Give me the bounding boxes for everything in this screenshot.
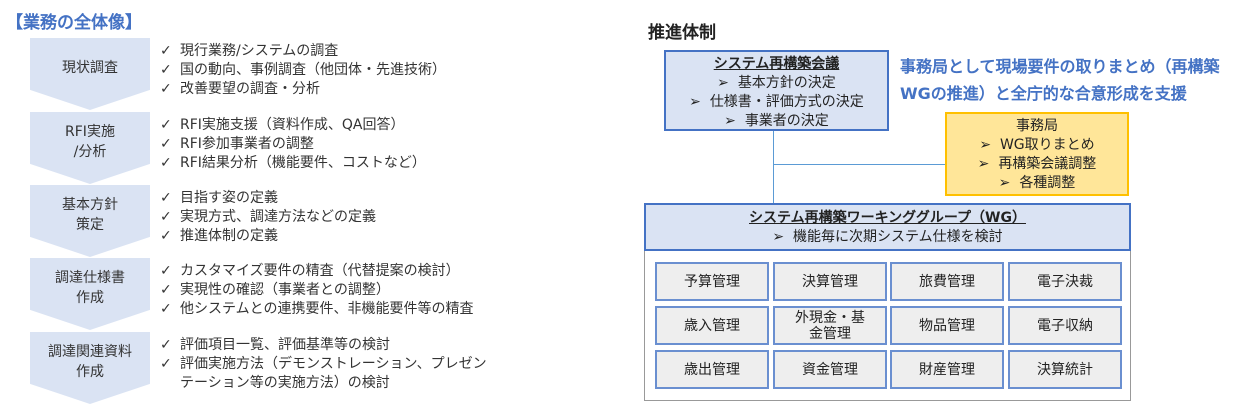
check-icon: ✓: [160, 136, 172, 152]
task-item: ✓カスタマイズ要件の精査（代替提案の検討）: [160, 263, 460, 279]
phase-task-list: ✓現行業務/システムの調査 ✓国の動向、事例調査（他団体・先進技術） ✓改善要望の調…: [160, 42, 446, 99]
phase-label: 現状調査: [62, 60, 118, 76]
support-note: 事務局として現場要件の取りまとめ（再構築 WGの推進）と全庁的な合意形成を支援: [900, 57, 1220, 103]
wg-title: システム再構築ワーキンググループ（WG）: [749, 210, 1026, 226]
check-icon: ✓: [160, 209, 172, 225]
function-cell: 決算管理: [773, 262, 887, 301]
secretariat-box: 事務局 ➢ WG取りまとめ ➢ 再構築会議調整 ➢ 各種調整: [945, 112, 1129, 196]
check-icon: ✓: [160, 155, 172, 171]
function-cell: 外現金・基 金管理: [773, 306, 887, 345]
function-cell: 歳出管理: [655, 350, 769, 389]
council-box: システム再構築会議 ➢ 基本方針の決定 ➢ 仕様書・評価方式の決定 ➢ 事業者の…: [664, 50, 889, 131]
task-item: ✓RFI結果分析（機能要件、コストなど）: [160, 155, 426, 171]
check-icon: ✓: [160, 190, 172, 206]
check-icon: ✓: [160, 81, 172, 97]
secretariat-item: ➢ WG取りまとめ: [979, 137, 1095, 153]
task-item: ✓推進体制の定義: [160, 228, 278, 244]
function-cell: 電子決裁: [1008, 262, 1122, 301]
check-icon: ✓: [160, 282, 172, 298]
phase-task-list: ✓評価項目一覧、評価基準等の検討 ✓評価実施方法（デモンストレーション、プレゼンテ…: [160, 336, 487, 393]
task-item: ✓国の動向、事例調査（他団体・先進技術）: [160, 62, 446, 78]
phase-label: 調達仕様書 作成: [55, 270, 125, 306]
phase-label: 調達関連資料 作成: [48, 344, 132, 380]
phase-task-list: ✓RFI実施支援（資料作成、QA回答） ✓RFI参加事業者の調整 ✓RFI結果分析（…: [160, 116, 426, 173]
connector-horizontal: [773, 164, 945, 165]
council-item: ➢ 仕様書・評価方式の決定: [689, 94, 864, 110]
secretariat-title: 事務局: [1016, 118, 1058, 134]
phase-chevron: 調達仕様書 作成: [30, 258, 150, 330]
check-icon: ✓: [160, 62, 172, 78]
phase-task-list: ✓目指す姿の定義 ✓実現方式、調達方法などの定義 ✓推進体制の定義: [160, 189, 376, 246]
function-cell: 旅費管理: [890, 262, 1004, 301]
wg-item: ➢ 機能毎に次期システム仕様を検討: [772, 229, 1003, 245]
task-item: ✓実現性の確認（事業者との調整）: [160, 282, 390, 298]
phase-task-list: ✓カスタマイズ要件の精査（代替提案の検討） ✓実現性の確認（事業者との調整） ✓他シ…: [160, 262, 473, 319]
function-cell: 歳入管理: [655, 306, 769, 345]
check-icon: ✓: [160, 301, 172, 317]
overview-title: 【業務の全体像】: [6, 13, 142, 33]
task-item: ✓他システムとの連携要件、非機能要件等の精査: [160, 301, 474, 317]
function-cell: 決算統計: [1008, 350, 1122, 389]
check-icon: ✓: [160, 263, 172, 279]
phase-chevron: RFI実施 /分析: [30, 112, 150, 184]
council-item: ➢ 基本方針の決定: [717, 75, 836, 91]
task-item: ✓評価実施方法（デモンストレーション、プレゼン: [160, 356, 487, 372]
task-item: ✓実現方式、調達方法などの定義: [160, 209, 376, 225]
function-cell: 電子収納: [1008, 306, 1122, 345]
task-item: ✓RFI参加事業者の調整: [160, 136, 314, 152]
phase-chevron: 基本方針 策定: [30, 185, 150, 257]
wg-header: システム再構築ワーキンググループ（WG） ➢ 機能毎に次期システム仕様を検討: [644, 203, 1131, 251]
phase-label: 基本方針 策定: [62, 197, 118, 233]
function-cell: 財産管理: [890, 350, 1004, 389]
task-item: ✓評価項目一覧、評価基準等の検討: [160, 337, 390, 353]
function-cell: 予算管理: [655, 262, 769, 301]
task-item: テーション等の実施方法）の検討: [180, 375, 390, 391]
phase-chevron: 調達関連資料 作成: [30, 332, 150, 404]
function-cell: 資金管理: [773, 350, 887, 389]
phase-chevron: 現状調査: [30, 38, 150, 110]
task-item: ✓RFI実施支援（資料作成、QA回答）: [160, 117, 405, 133]
check-icon: ✓: [160, 356, 172, 372]
task-item: ✓現行業務/システムの調査: [160, 43, 339, 59]
task-item: ✓改善要望の調査・分析: [160, 81, 320, 97]
check-icon: ✓: [160, 228, 172, 244]
check-icon: ✓: [160, 43, 172, 59]
structure-title: 推進体制: [648, 23, 716, 43]
phase-label: RFI実施 /分析: [65, 124, 115, 160]
function-cell: 物品管理: [890, 306, 1004, 345]
council-item: ➢ 事業者の決定: [724, 113, 829, 129]
check-icon: ✓: [160, 117, 172, 133]
secretariat-item: ➢ 各種調整: [998, 175, 1076, 191]
connector-vertical: [773, 131, 774, 204]
task-item: ✓目指す姿の定義: [160, 190, 278, 206]
secretariat-item: ➢ 再構築会議調整: [977, 156, 1097, 172]
council-title: システム再構築会議: [713, 56, 840, 72]
check-icon: ✓: [160, 337, 172, 353]
